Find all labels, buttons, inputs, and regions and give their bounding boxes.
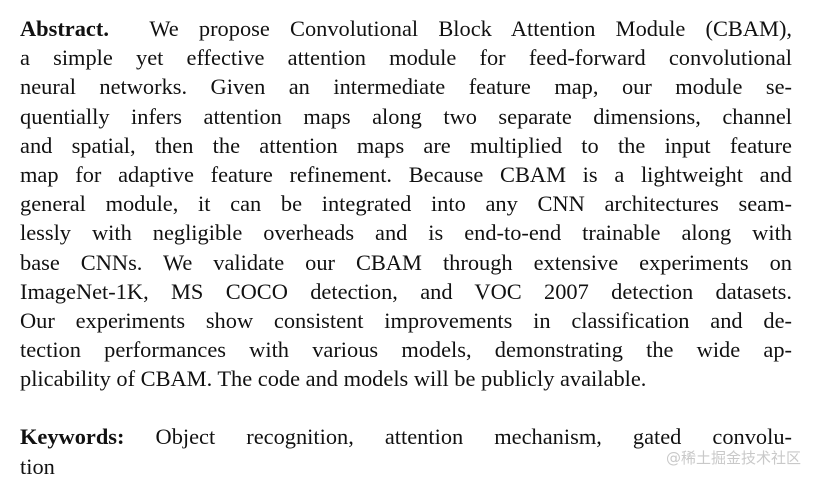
abstract-heading: Abstract. xyxy=(20,16,109,41)
keywords-text-line: tion xyxy=(20,453,55,479)
abstract-text-line: Our experiments show consistent improvem… xyxy=(20,307,792,333)
keywords-line-1: Keywords: Object recognition, attention … xyxy=(20,422,792,451)
section-gap xyxy=(20,393,792,422)
abstract-text-line: and spatial, then the attention maps are… xyxy=(20,132,792,158)
abstract-text-line: ImageNet-1K, MS COCO detection, and VOC … xyxy=(20,278,792,304)
abstract-text-line: neural networks. Given an intermediate f… xyxy=(20,74,792,100)
abstract-text-line: We propose Convolutional Block Attention… xyxy=(149,16,792,41)
paper-page: Abstract. We propose Convolutional Block… xyxy=(20,14,792,481)
abstract-text-line: general module, it can be integrated int… xyxy=(20,191,792,217)
watermark: @稀土掘金技术社区 xyxy=(665,449,801,467)
abstract-text-line: base CNNs. We validate our CBAM through … xyxy=(20,249,792,275)
abstract-text-line: quentially infers attention maps along t… xyxy=(20,103,792,129)
keywords-heading: Keywords: xyxy=(20,424,125,450)
abstract-text-line: a simple yet effective attention module … xyxy=(20,45,792,71)
abstract-text-line: lessly with negligible overheads and is … xyxy=(20,220,792,246)
abstract-text-line: plicability of CBAM. The code and models… xyxy=(20,366,647,392)
abstract-line-1: Abstract. We propose Convolutional Block… xyxy=(20,14,792,43)
keywords-text-line: Object recognition, attention mechanism,… xyxy=(155,424,792,450)
abstract-text-line: map for adaptive feature refinement. Bec… xyxy=(20,161,792,187)
abstract-text-line: tection performances with various models… xyxy=(20,337,792,363)
